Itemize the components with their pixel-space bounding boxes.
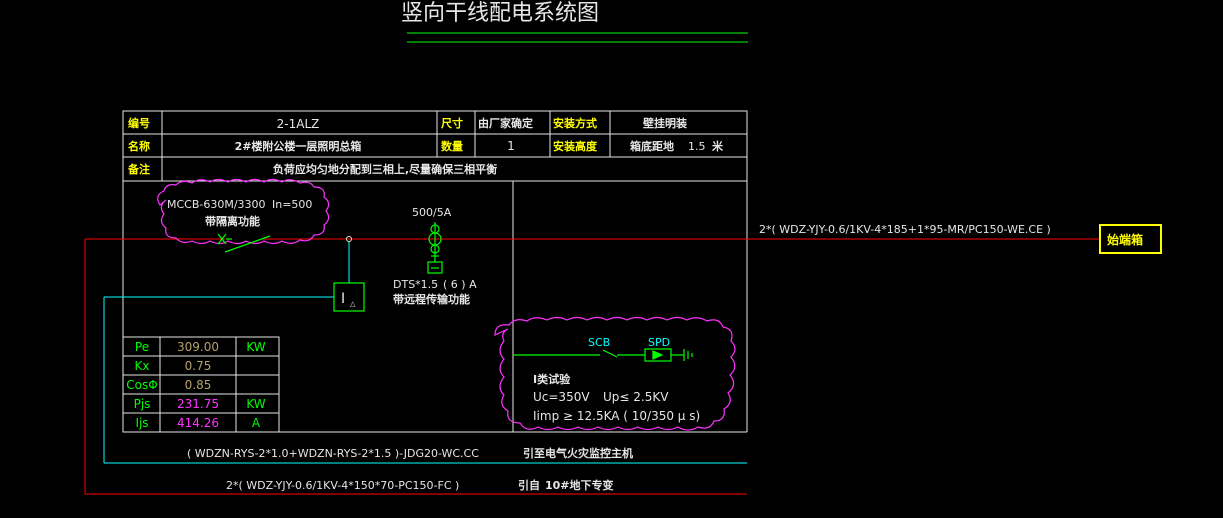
leakage-sensor-sub: △ bbox=[350, 300, 356, 308]
incoming-source: 引自 bbox=[518, 478, 540, 492]
leakage-sensor-box bbox=[333, 282, 365, 312]
scb-label: SCB bbox=[588, 336, 610, 349]
breaker-model: MCCB-630M/3300 bbox=[167, 198, 266, 211]
meter-function: 带远程传输功能 bbox=[393, 292, 470, 306]
header-table bbox=[122, 110, 748, 182]
meter-model: DTS*1.5 bbox=[393, 278, 438, 291]
control-wire bbox=[103, 296, 747, 464]
surge-cloud bbox=[494, 316, 736, 431]
value-note: 负荷应均匀地分配到三相上,尽量确保三相平衡 bbox=[273, 162, 497, 176]
spd-iimp: Iimp ≥ 12.5KA ( 10/350 μ s) bbox=[533, 409, 700, 423]
incoming-cable: 2*( WDZ-YJY-0.6/1KV-4*150*70-PC150-FC ) bbox=[226, 479, 459, 492]
value-height-a: 箱底距地 bbox=[630, 139, 674, 153]
label-size: 尺寸 bbox=[441, 116, 463, 130]
value-install: 壁挂明装 bbox=[643, 116, 687, 130]
load-table bbox=[122, 336, 280, 433]
spd-up: Up≤ 2.5KV bbox=[603, 390, 669, 404]
main-busbar bbox=[84, 238, 1100, 495]
breaker-rating: In=500 bbox=[272, 198, 312, 211]
control-cable-dest: 引至电气火灾监控主机 bbox=[523, 446, 633, 460]
load-param-value: 414.26 bbox=[177, 416, 219, 430]
spd-uc: Uc=350V bbox=[533, 390, 590, 404]
value-height-c: 米 bbox=[711, 139, 724, 153]
load-param-unit: A bbox=[252, 416, 261, 430]
ct-symbol bbox=[427, 222, 443, 274]
value-size: 由厂家确定 bbox=[478, 116, 533, 130]
value-qty: 1 bbox=[507, 139, 515, 153]
label-no: 编号 bbox=[128, 116, 150, 130]
junction-node bbox=[346, 236, 352, 242]
load-param-unit: KW bbox=[246, 397, 265, 411]
outgoing-cable: 2*( WDZ-YJY-0.6/1KV-4*185+1*95-MR/PC150-… bbox=[759, 223, 1051, 236]
label-install: 安装方式 bbox=[553, 116, 597, 130]
load-param-value: 0.85 bbox=[185, 378, 212, 392]
label-note: 备注 bbox=[127, 162, 150, 176]
value-height-b: 1.5 bbox=[688, 140, 706, 153]
label-qty: 数量 bbox=[441, 139, 463, 153]
load-param-name: Kx bbox=[135, 359, 150, 373]
load-param-value: 309.00 bbox=[177, 340, 219, 354]
breaker-symbol bbox=[217, 233, 271, 253]
target-label: 始端箱 bbox=[1107, 232, 1143, 247]
incoming-source-b: 10#地下专变 bbox=[545, 478, 614, 492]
leakage-sensor-label: I bbox=[341, 291, 345, 307]
load-param-unit: KW bbox=[246, 340, 265, 354]
spd-symbol bbox=[513, 348, 693, 362]
page-title: 竖向干线配电系统图 bbox=[401, 1, 599, 26]
breaker-function: 带隔离功能 bbox=[205, 214, 260, 228]
load-param-value: 231.75 bbox=[177, 397, 219, 411]
meter-current: ( 6 ) A bbox=[443, 278, 477, 291]
load-param-name: Pjs bbox=[134, 397, 151, 411]
value-no: 2-1ALZ bbox=[277, 117, 320, 131]
spd-label: SPD bbox=[648, 336, 670, 349]
label-height: 安装高度 bbox=[553, 139, 598, 153]
control-cable: ( WDZN-RYS-2*1.0+WDZN-RYS-2*1.5 )-JDG20-… bbox=[187, 447, 479, 460]
breaker-cloud bbox=[157, 178, 330, 245]
value-name: 2#楼附公楼一层照明总箱 bbox=[235, 139, 362, 153]
label-name: 名称 bbox=[128, 139, 150, 153]
target-box bbox=[1099, 224, 1162, 254]
spd-class: I类试验 bbox=[533, 372, 571, 386]
load-param-value: 0.75 bbox=[185, 359, 212, 373]
ct-ratio: 500/5A bbox=[412, 206, 452, 219]
load-param-name: CosΦ bbox=[126, 378, 157, 392]
load-param-name: Ijs bbox=[135, 416, 148, 430]
load-param-name: Pe bbox=[135, 340, 149, 354]
